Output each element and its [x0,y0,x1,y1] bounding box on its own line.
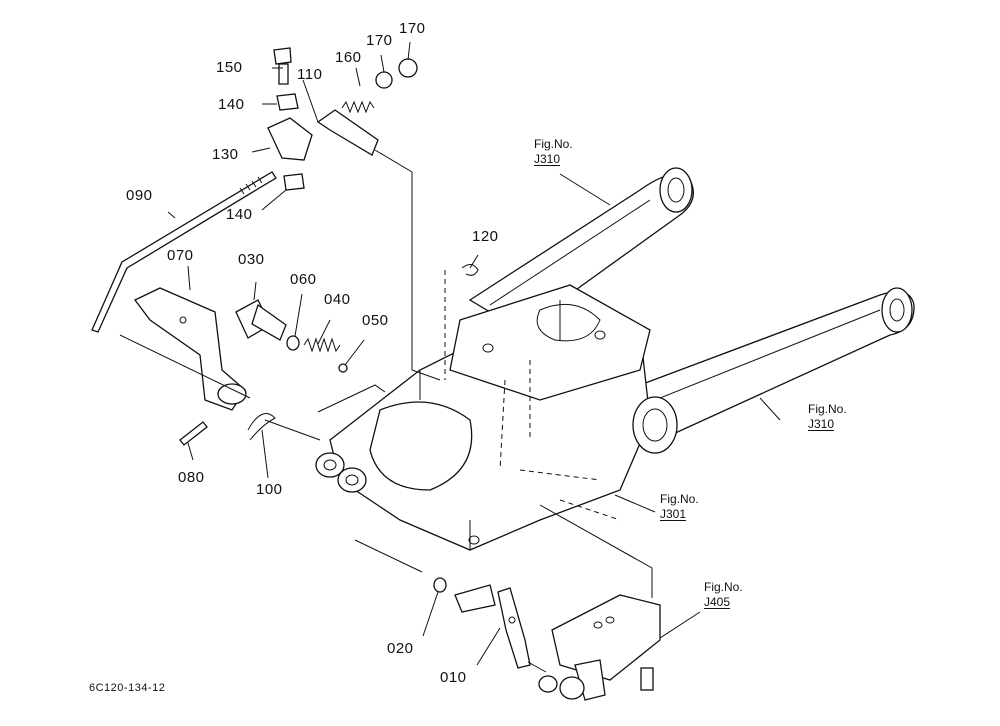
figure-ref-number: J310 [534,152,561,166]
upper-lift-arm [468,167,694,331]
callout-080: 080 [178,469,205,486]
o-ring-060 [286,335,300,351]
figure-ref-label: Fig.No. [660,492,699,506]
figure-ref-number: J310 [808,417,835,431]
callout-130: 130 [212,146,239,163]
callout-090: 090 [126,187,153,204]
callout-160: 160 [335,49,362,66]
callout-140-lower: 140 [226,206,253,223]
callout-170-left: 170 [366,32,393,49]
clevis-130 [267,117,313,161]
hydraulic-housing [315,284,678,551]
clip-120 [461,264,479,276]
figure-ref-housing: Fig.No. J301 [660,492,699,522]
figure-ref-upper-link: Fig.No. J310 [534,137,573,167]
washer-170-inner [375,71,393,89]
assembly-lines [119,149,653,673]
callout-040: 040 [324,291,351,308]
callout-030: 030 [238,251,265,268]
figure-ref-label: Fig.No. [704,580,743,594]
figure-ref-number: J301 [660,507,687,521]
bolt-150 [273,47,292,65]
nut-140-upper [276,93,299,111]
callout-150: 150 [216,59,243,76]
drawing-code: 6C120-134-12 [89,682,166,694]
lower-lift-arm [598,287,915,441]
leader-lines [167,41,781,666]
yoke-110 [316,109,379,156]
callout-110: 110 [297,66,323,83]
rod-090 [91,171,277,333]
callout-010: 010 [440,669,467,686]
snap-pin-100 [247,413,276,441]
callout-100: 100 [256,481,283,498]
callout-020: 020 [387,640,414,657]
figure-ref-label: Fig.No. [808,402,847,416]
bracket-070 [134,287,247,411]
spool-lever-010 [454,584,531,669]
ball-050 [338,363,348,373]
washer-170-outer [398,58,418,78]
callout-170-right: 170 [399,20,426,37]
callout-120: 120 [472,228,499,245]
callout-070: 070 [167,247,194,264]
spring-160 [341,100,375,114]
callout-140-upper: 140 [218,96,245,113]
relief-plug-030 [235,299,287,341]
pin-080 [179,421,208,446]
control-valve-block [538,594,661,701]
o-ring-020 [433,577,447,593]
figure-ref-lower-link: Fig.No. J310 [808,402,847,432]
callout-060: 060 [290,271,317,288]
callout-050: 050 [362,312,389,329]
spring-040 [303,337,341,353]
figure-ref-valve: Fig.No. J405 [704,580,743,610]
nut-140-lower [283,173,305,191]
figure-ref-label: Fig.No. [534,137,573,151]
figure-ref-number: J405 [704,595,731,609]
